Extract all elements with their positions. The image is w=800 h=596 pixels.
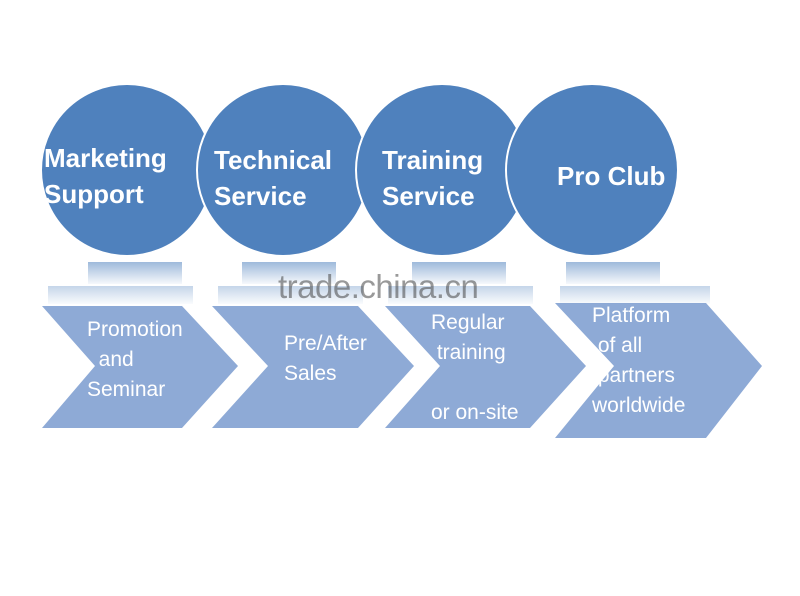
- circle-training-service: [355, 83, 529, 257]
- circle-reflection: [412, 262, 506, 284]
- chevron-text-pre-after-sales: Pre/After Sales: [284, 332, 367, 385]
- circle-reflection: [218, 286, 363, 304]
- chevron-pre-after-sales: [212, 306, 414, 428]
- circle-reflection: [48, 286, 193, 304]
- circle-pro-club: [505, 83, 679, 257]
- chevron-promotion: [42, 306, 238, 428]
- chevron-text-platform: Platform of all partners worldwide: [592, 304, 686, 417]
- circle-label-technical-service: Technical Service: [214, 145, 333, 211]
- circle-reflection: [560, 286, 710, 304]
- circle-reflection: [88, 262, 182, 284]
- circle-reflection: [566, 262, 660, 284]
- watermark: trade.china.cn: [278, 268, 479, 305]
- circle-label-training-service: Training Service: [382, 145, 484, 211]
- circle-marketing-support: [40, 83, 214, 257]
- circle-label-marketing-support: Marketing Support: [44, 143, 167, 209]
- circle-label-pro-club: Pro Club: [557, 161, 666, 191]
- chevron-text-promotion: Promotion and Seminar: [87, 318, 183, 401]
- chevron-text-regular-training: Regular training or on-site: [431, 311, 519, 424]
- circle-reflection: [242, 262, 336, 284]
- chevron-regular-training: [385, 306, 586, 428]
- circle-reflection: [388, 286, 533, 304]
- chevron-platform: [555, 303, 762, 438]
